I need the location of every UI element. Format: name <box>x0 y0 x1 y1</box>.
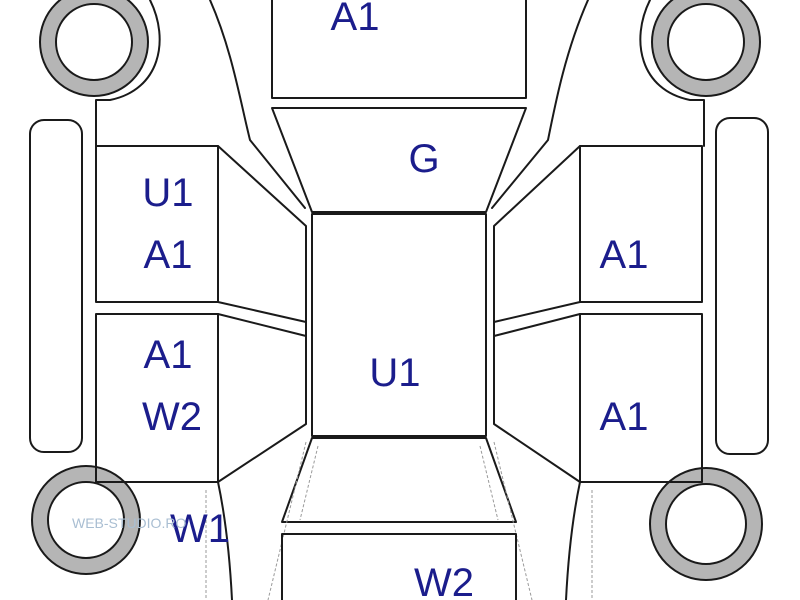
label-windshield: G <box>408 137 439 181</box>
rear-window-panel <box>281 437 517 523</box>
wheel-rear-left <box>31 465 141 575</box>
label-trunk: W2 <box>414 561 474 600</box>
label-hood: A1 <box>331 0 380 39</box>
rear-window-dash-inner <box>299 445 499 521</box>
rear-window-dash-outer <box>267 441 533 600</box>
label-rear-left-lower: W2 <box>142 395 202 439</box>
rocker-left <box>29 119 83 453</box>
door-front-left <box>95 145 219 303</box>
trunk-panel <box>281 533 517 600</box>
roof-panel <box>311 213 487 437</box>
wheel-rear-right <box>649 467 763 581</box>
rocker-right <box>715 117 769 455</box>
hood-panel <box>271 0 527 99</box>
bonnet-contour-left <box>209 0 306 209</box>
window-frame-left <box>217 145 307 483</box>
fender-front-right <box>639 0 705 147</box>
wheel-front-left <box>39 0 149 97</box>
label-roof: U1 <box>369 351 420 395</box>
quarter-contour-right <box>565 481 581 600</box>
label-rear-right: A1 <box>600 395 649 439</box>
door-front-right <box>579 145 703 303</box>
watermark: WEB-STUDIO.RO <box>72 515 186 531</box>
fender-front-left <box>95 0 161 147</box>
b-pillar-right <box>493 301 581 337</box>
wheel-front-right <box>651 0 761 97</box>
windshield-panel <box>271 107 527 213</box>
label-front-left-lower: A1 <box>144 233 193 277</box>
door-rear-right <box>579 313 703 483</box>
label-rear-left-upper: A1 <box>144 333 193 377</box>
label-rear-left-quarter: W1 <box>170 507 230 551</box>
window-frame-right <box>493 145 581 483</box>
label-front-left-upper: U1 <box>142 171 193 215</box>
b-pillar-left <box>217 301 307 337</box>
door-rear-left <box>95 313 219 483</box>
bonnet-contour-right <box>491 0 589 209</box>
quarter-contour-left <box>217 481 233 600</box>
label-front-right: A1 <box>600 233 649 277</box>
